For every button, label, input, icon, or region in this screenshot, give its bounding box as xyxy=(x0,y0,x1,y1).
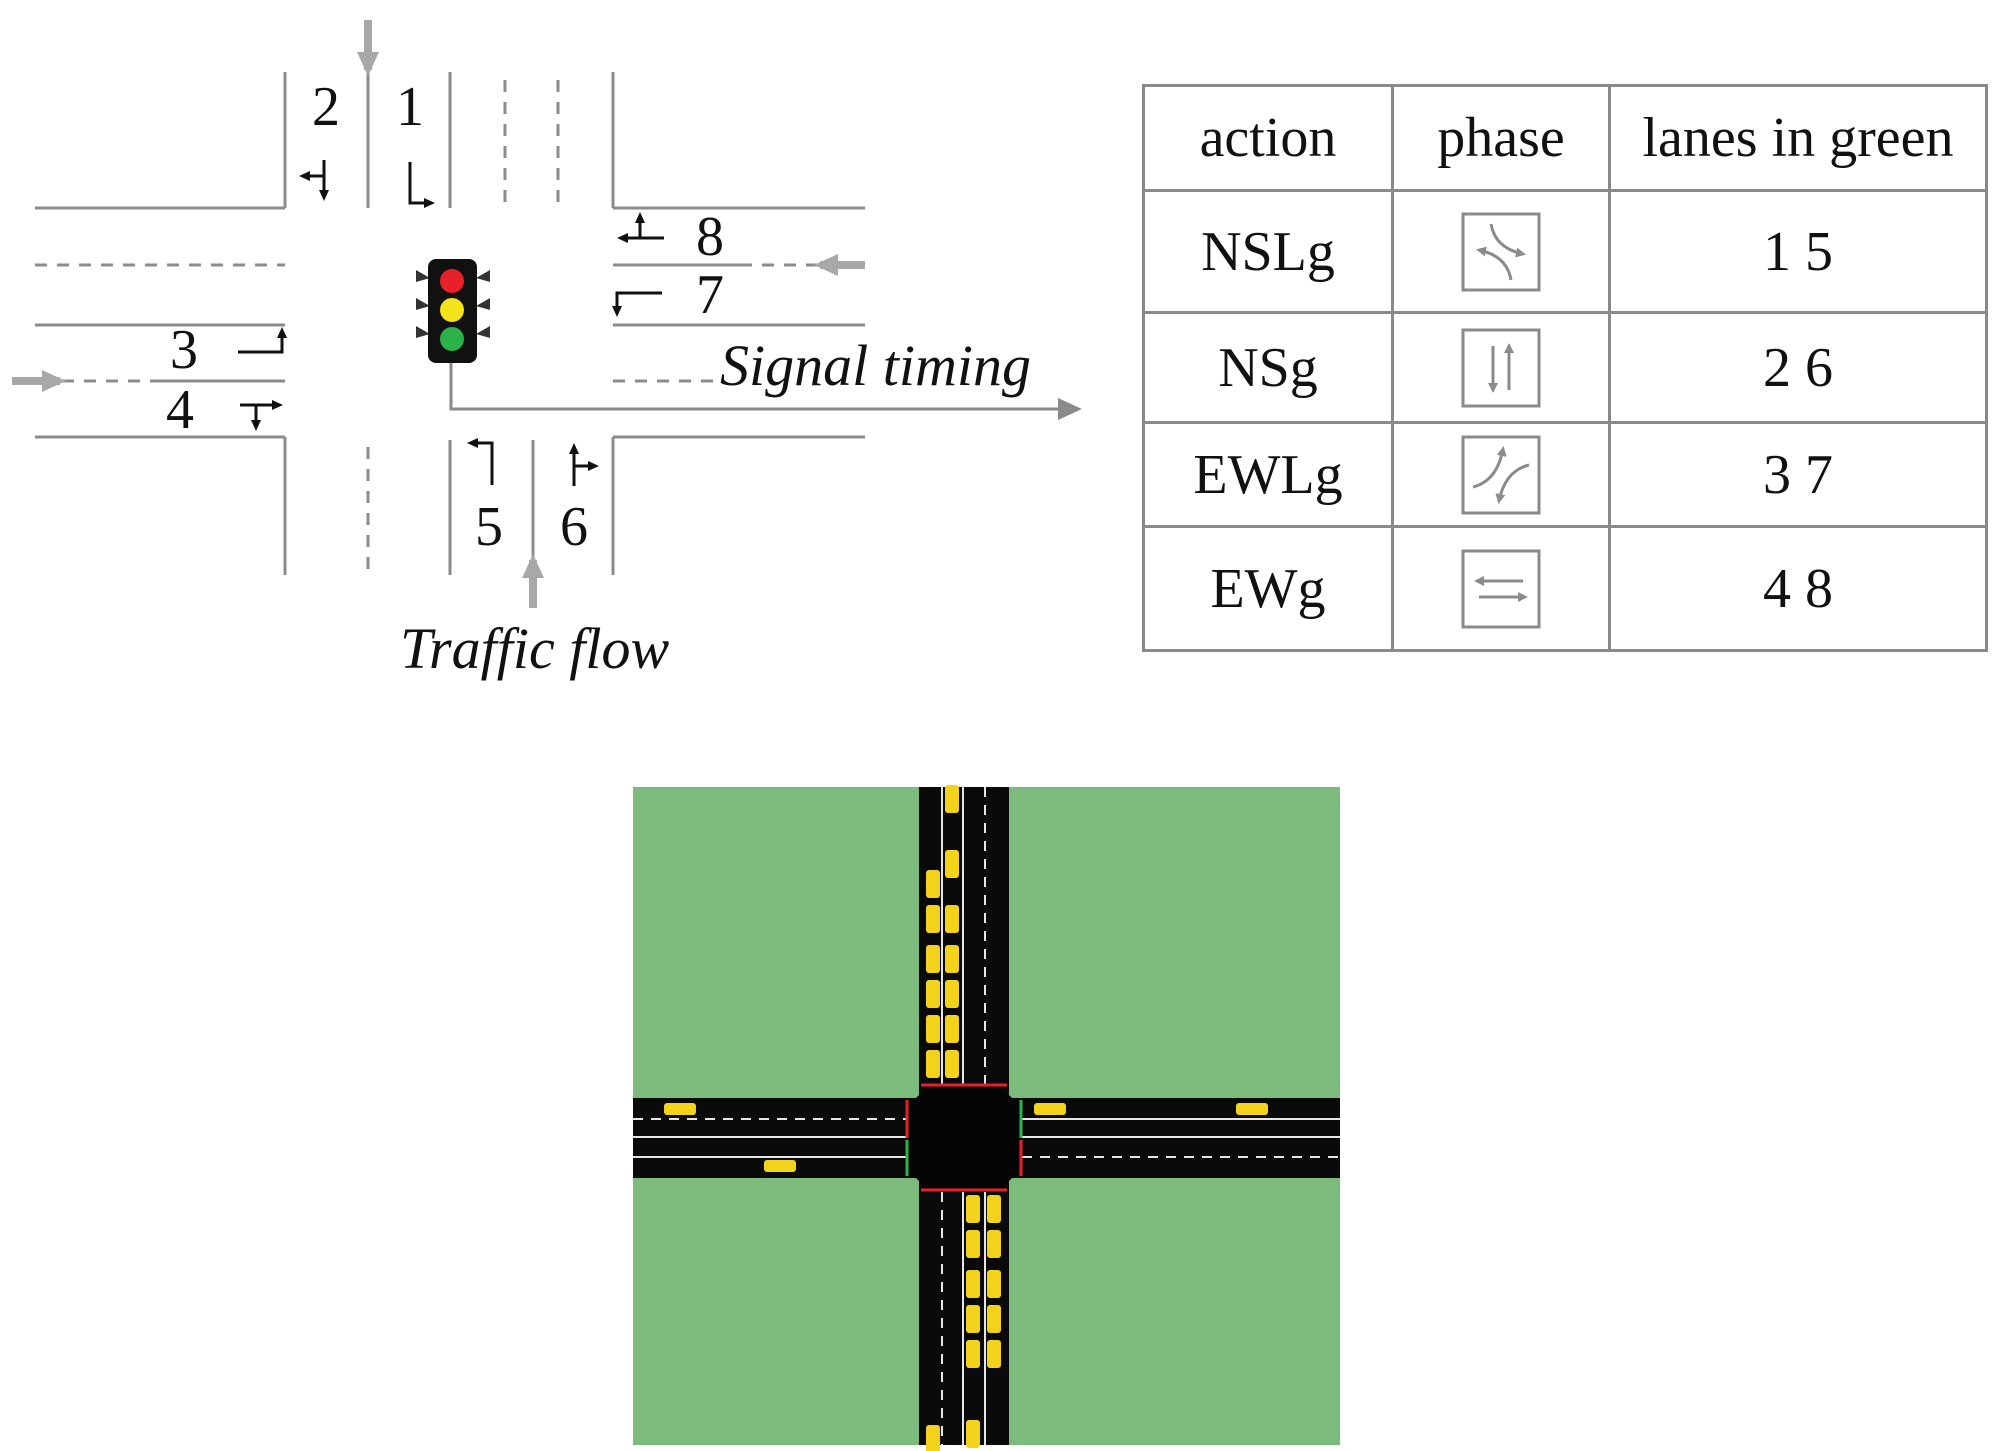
ew-straight-arrows-icon xyxy=(1461,549,1541,628)
vehicle xyxy=(664,1103,696,1115)
vehicle xyxy=(987,1230,1001,1258)
phase-cell xyxy=(1391,311,1611,424)
lanes-cell: 1 5 xyxy=(1608,189,1988,314)
vehicle xyxy=(945,945,959,973)
traffic-flow-label: Traffic flow xyxy=(400,616,669,681)
phase-cell xyxy=(1391,189,1611,314)
vehicle xyxy=(966,1230,980,1258)
table-row: NSg 2 6 xyxy=(1142,311,1988,424)
vehicle xyxy=(966,1195,980,1223)
lanes-cell: 4 8 xyxy=(1608,525,1988,652)
vehicle xyxy=(987,1270,1001,1298)
action-cell: NSLg xyxy=(1142,189,1394,314)
signal-timing-label: Signal timing xyxy=(720,333,1031,398)
vehicle xyxy=(926,1050,940,1078)
lane-5-turn-arrow-icon xyxy=(467,438,494,485)
lane-number-1: 1 xyxy=(396,76,424,138)
header-action: action xyxy=(1142,84,1394,192)
vehicles xyxy=(664,785,1268,1451)
lane-number-7: 7 xyxy=(696,264,724,326)
road-schematic xyxy=(35,72,865,575)
ns-straight-arrows-icon xyxy=(1461,328,1541,407)
vehicle xyxy=(926,945,940,973)
table-row: NSLg 1 5 xyxy=(1142,189,1988,314)
vehicle xyxy=(926,905,940,933)
vehicle xyxy=(1236,1103,1268,1115)
red-light xyxy=(440,269,464,293)
lane-number-6: 6 xyxy=(560,496,588,558)
vehicle xyxy=(945,785,959,813)
vehicle xyxy=(966,1340,980,1368)
vehicle xyxy=(966,1305,980,1333)
action-cell: NSg xyxy=(1142,311,1394,424)
lane-1-turn-arrow-icon xyxy=(408,162,435,208)
vehicle xyxy=(926,1425,940,1451)
traffic-light-icon xyxy=(416,259,490,363)
vehicle xyxy=(926,1015,940,1043)
vehicle xyxy=(987,1305,1001,1333)
vehicle xyxy=(764,1160,796,1172)
green-light xyxy=(440,327,464,351)
vehicle xyxy=(945,905,959,933)
vehicle xyxy=(966,1420,980,1448)
vehicle xyxy=(966,1270,980,1298)
vehicle xyxy=(945,1050,959,1078)
simulation-snapshot xyxy=(633,785,1340,1451)
table-row: EWLg 3 7 xyxy=(1142,421,1988,528)
lane-number-2: 2 xyxy=(312,76,340,138)
phase-cell xyxy=(1391,421,1611,528)
vehicle xyxy=(945,980,959,1008)
phase-table: action phase lanes in green NSLg 1 5 NSg xyxy=(1142,84,1988,652)
vehicle xyxy=(987,1195,1001,1223)
lane-3-turn-arrow-icon xyxy=(238,327,287,354)
lane-number-8: 8 xyxy=(696,206,724,268)
vehicle xyxy=(945,850,959,878)
lane-numbers: 2 1 3 4 5 6 7 8 xyxy=(166,76,724,558)
vehicle xyxy=(945,1015,959,1043)
vehicle xyxy=(926,980,940,1008)
junction-area xyxy=(910,1088,1018,1188)
ew-left-turn-arrows-icon xyxy=(1461,435,1541,514)
table-row: EWg 4 8 xyxy=(1142,525,1988,652)
header-lanes-in-green: lanes in green xyxy=(1608,84,1988,192)
phase-cell xyxy=(1391,525,1611,652)
signal-timing-arrow-icon xyxy=(449,363,1082,420)
lane-7-turn-arrow-icon xyxy=(612,291,662,317)
lane-number-3: 3 xyxy=(170,319,198,381)
table-header-row: action phase lanes in green xyxy=(1142,84,1988,192)
yellow-light xyxy=(440,298,464,322)
action-cell: EWLg xyxy=(1142,421,1394,528)
action-cell: EWg xyxy=(1142,525,1394,652)
lanes-cell: 2 6 xyxy=(1608,311,1988,424)
header-phase: phase xyxy=(1391,84,1611,192)
lane-number-5: 5 xyxy=(475,496,503,558)
vehicle xyxy=(987,1340,1001,1368)
ns-left-turn-arrows-icon xyxy=(1461,212,1541,291)
lane-number-4: 4 xyxy=(166,379,194,441)
vehicle xyxy=(1034,1103,1066,1115)
vehicle xyxy=(926,870,940,898)
lanes-cell: 3 7 xyxy=(1608,421,1988,528)
